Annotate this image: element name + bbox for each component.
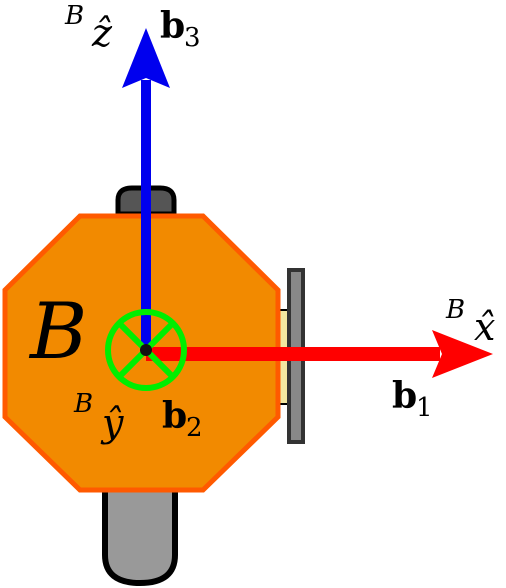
b3-subscript: 3 [184,23,201,53]
b2-label: b 2 [162,395,203,443]
b1-label: b 1 [392,375,433,423]
y-frame-superscript: B [73,389,93,419]
x-frame-superscript: B [445,295,465,325]
y-hat-symbol: ŷ [100,401,124,445]
y-axis-into-page-circle [105,309,187,391]
z-hat-symbol: ẑ [91,11,113,55]
z-axis-arrowhead [122,28,170,88]
y-axis-label: B ŷ [73,389,124,445]
z-axis-label: B ẑ [64,1,113,55]
b2-base: b [162,395,187,437]
b1-base: b [392,375,417,417]
b3-base: b [160,5,185,47]
x-axis-arrowhead [432,330,493,378]
b2-subscript: 2 [186,413,203,443]
z-frame-superscript: B [64,1,84,31]
bottom-leg [102,477,178,587]
origin-dot [140,344,152,356]
b1-subscript: 1 [416,393,433,423]
x-axis-label: B x̂ [445,295,495,349]
body-label: B [28,287,87,377]
x-hat-symbol: x̂ [474,305,495,349]
b3-label: b 3 [160,5,201,53]
